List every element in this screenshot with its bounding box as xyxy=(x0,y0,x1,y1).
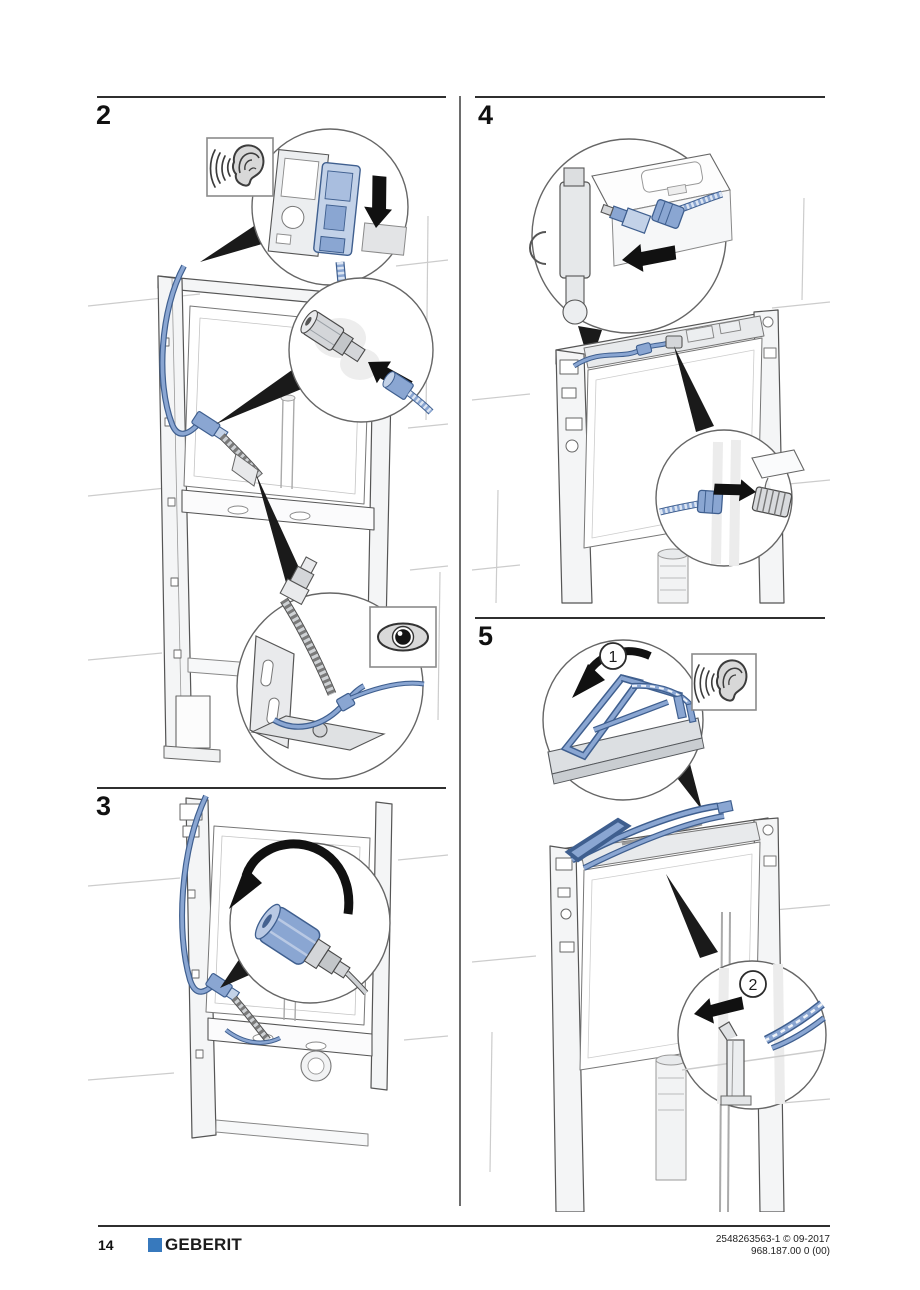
fill-valve xyxy=(529,167,591,325)
step2-number: 2 xyxy=(96,100,112,130)
listen-icon xyxy=(691,653,757,711)
column-divider xyxy=(459,96,461,1206)
brand-logo-text: GEBERIT xyxy=(165,1235,242,1254)
brand-logo: GEBERIT xyxy=(148,1235,242,1255)
insert-arrow xyxy=(364,175,393,228)
document-reference-line2: 968.187.00 0 (00) xyxy=(751,1246,830,1257)
callout-unscrew xyxy=(655,429,805,567)
ratchet-rod xyxy=(763,1000,826,1051)
step3-illustration xyxy=(88,794,448,1147)
substep-1-badge: 1 xyxy=(599,642,627,670)
callout-disconnect xyxy=(529,138,733,334)
substep-2-badge: 2 xyxy=(739,970,767,998)
rotate-arrow xyxy=(241,839,354,915)
document-reference-line1: 2548263563-1 © 09-2017 xyxy=(715,1234,830,1245)
step5-illustration: 1 xyxy=(472,639,830,1212)
listen-icon xyxy=(206,137,274,197)
pointer-wedge-bottom xyxy=(256,474,306,590)
insert-rod-arrow xyxy=(694,996,744,1024)
document-references: 2548263563-1 © 09-2017 968.187.00 0 (00) xyxy=(716,1234,830,1258)
callout-valve-insert xyxy=(251,128,409,286)
water-supply-hose xyxy=(179,794,282,1045)
wall-tile-lines xyxy=(88,854,448,1081)
pointer-wedge-bottom xyxy=(666,874,718,958)
step4-illustration xyxy=(472,138,830,604)
step2-illustration xyxy=(88,128,448,780)
water-supply-hose xyxy=(159,264,263,487)
wall-tile-lines xyxy=(472,197,830,604)
callout-rod-guide: 2 xyxy=(677,960,827,1110)
pull-arrow xyxy=(622,243,677,272)
pointer-wedge-top xyxy=(200,226,262,262)
step4-header-rule xyxy=(475,96,825,98)
actuator-bracket xyxy=(560,674,697,761)
substep-1-label: 1 xyxy=(609,649,618,666)
step5-number: 5 xyxy=(478,621,494,651)
visual-check-icon xyxy=(369,606,437,668)
attach-arrow xyxy=(713,479,756,502)
callout-open-valve xyxy=(229,839,391,1004)
rod-guide-bracket xyxy=(718,1021,752,1106)
step2-header-rule xyxy=(97,96,446,98)
pointer-wedge-middle xyxy=(216,370,304,424)
step3-number: 3 xyxy=(96,791,112,821)
brand-logo-square xyxy=(148,1238,162,1252)
step5-header-rule xyxy=(475,617,825,619)
page-number: 14 xyxy=(98,1237,114,1253)
footer-rule xyxy=(98,1225,830,1227)
callout-place-bracket: 1 xyxy=(542,639,705,801)
step4-number: 4 xyxy=(478,100,494,130)
cable-tie xyxy=(272,680,425,730)
callout-fitting xyxy=(288,277,434,423)
wall-tile-lines xyxy=(472,904,830,1173)
hose-on-frame xyxy=(572,335,683,369)
substep-2-label: 2 xyxy=(749,977,758,994)
actuator-rods-on-frame xyxy=(564,799,734,871)
step3-header-rule xyxy=(97,787,446,789)
rotate-arrow-head xyxy=(229,867,262,909)
place-arrow-head xyxy=(572,664,605,698)
pointer-wedge-bottom xyxy=(674,346,714,432)
